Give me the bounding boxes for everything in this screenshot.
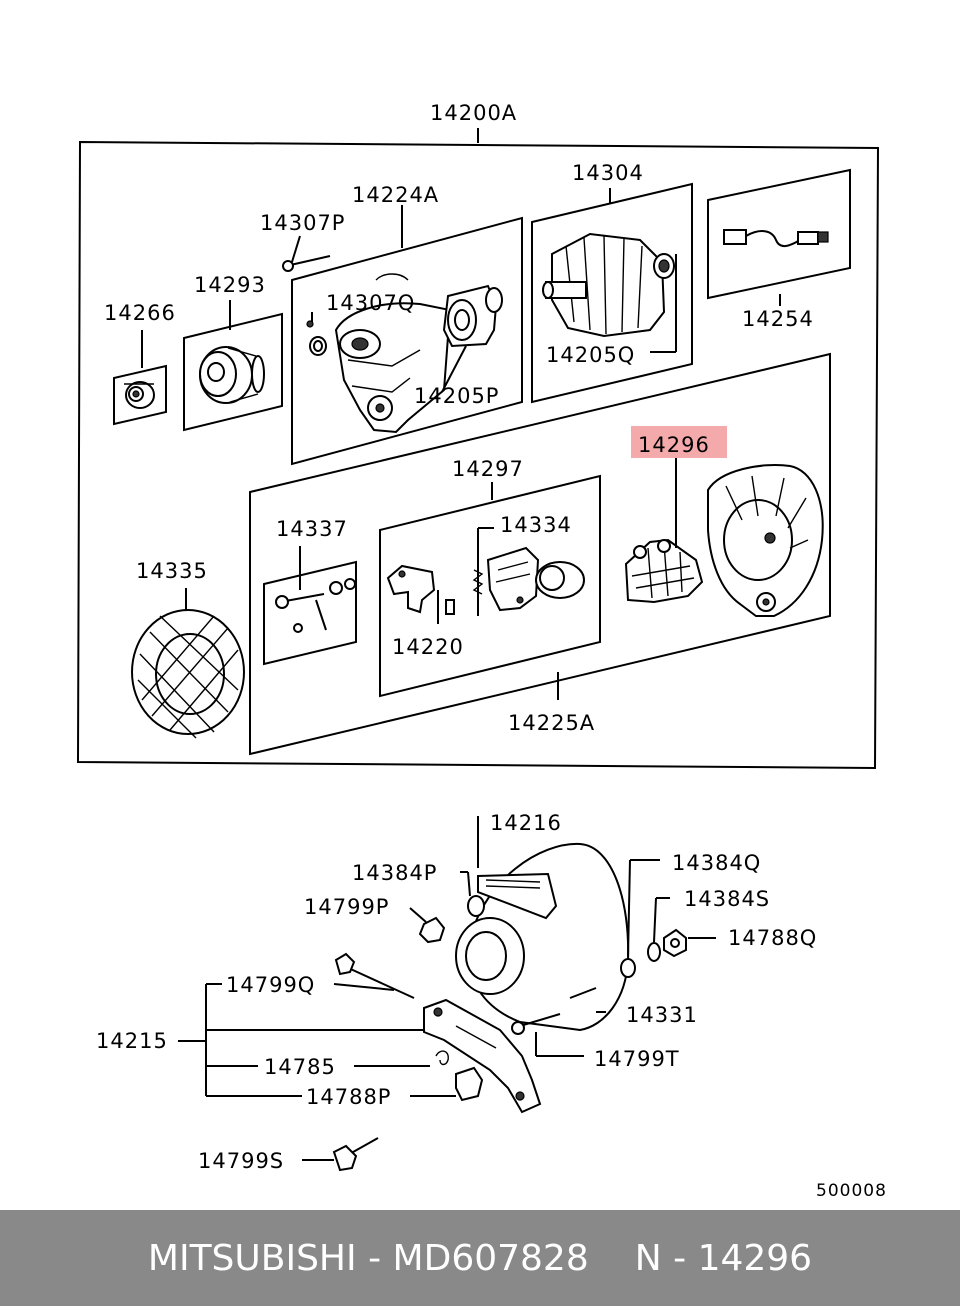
leader-lines — [141, 235, 781, 700]
part-14799T-bolt — [511, 1013, 584, 1057]
label-14304: 14304 — [572, 161, 644, 185]
label-14266: 14266 — [104, 301, 176, 325]
label-14799S: 14799S — [198, 1149, 284, 1173]
label-14384Q: 14384Q — [672, 851, 761, 875]
part-14788Q-nut — [663, 928, 716, 958]
label-14334: 14334 — [500, 513, 572, 537]
part-info-footer: MITSUBISHI - MD607828 N - 14296 — [0, 1210, 960, 1306]
label-14788P: 14788P — [306, 1085, 391, 1109]
part-14337-bolt-set — [275, 546, 356, 633]
part-14224A-front-housing — [306, 273, 452, 434]
harness-frame — [707, 168, 851, 300]
part-14785-clip — [354, 1050, 449, 1067]
label-14224A: 14224A — [352, 183, 439, 207]
part-14799P-bolt — [409, 907, 446, 944]
label-14799Q: 14799Q — [226, 973, 315, 997]
regulator-frame — [379, 474, 601, 698]
label-14384P: 14384P — [352, 861, 437, 885]
ref-prefix: N - — [634, 1237, 698, 1279]
label-14307Q: 14307Q — [326, 291, 415, 315]
label-14296: 14296 — [638, 433, 710, 457]
label-14205Q: 14205Q — [546, 343, 635, 367]
label-14799T: 14799T — [594, 1047, 680, 1071]
nut-frame — [113, 364, 167, 426]
highlight-box — [631, 426, 727, 458]
label-14254: 14254 — [742, 307, 814, 331]
diagram-ref-number: 500008 — [816, 1181, 887, 1201]
part-14307P-bolt — [282, 255, 331, 272]
label-14216: 14216 — [490, 811, 562, 835]
label-14307P: 14307P — [260, 211, 345, 235]
label-14205P: 14205P — [414, 384, 499, 408]
part-rear-housing — [707, 464, 824, 617]
label-14799P: 14799P — [304, 895, 389, 919]
brand-name: MITSUBISHI — [147, 1237, 357, 1279]
bolt-set-frame — [263, 560, 357, 666]
part-14205P-bearing — [441, 284, 503, 393]
rear-housing-frame — [249, 352, 831, 756]
part-14384S-washer — [647, 897, 670, 962]
part-14216-alternator — [455, 816, 630, 1032]
part-number: MD607828 — [392, 1237, 589, 1279]
part-14335-stator — [131, 588, 245, 739]
label-14788Q: 14788Q — [728, 926, 817, 950]
parts-diagram: 14200A 14304 14224A 14307P 14293 14266 1… — [76, 101, 887, 1201]
label-14335: 14335 — [136, 559, 208, 583]
part-labels: 14200A 14304 14224A 14307P 14293 14266 1… — [96, 101, 887, 1201]
part-14799S-bolt — [302, 1137, 379, 1172]
part-14384P-washer — [460, 871, 485, 917]
part-bracket-14215 — [423, 998, 542, 1114]
part-14254-harness — [723, 229, 829, 247]
bracket-14215-leaders — [178, 983, 424, 1097]
label-14297: 14297 — [452, 457, 524, 481]
part-14304-rotor — [542, 232, 677, 353]
assembly-frame — [76, 128, 880, 770]
rotor-frame — [531, 182, 693, 404]
label-14337: 14337 — [276, 517, 348, 541]
label-14225A: 14225A — [508, 711, 595, 735]
label-14220: 14220 — [392, 635, 464, 659]
label-14785: 14785 — [264, 1055, 336, 1079]
brand-separator: - — [368, 1237, 382, 1279]
label-14293: 14293 — [194, 273, 266, 297]
label-14200A: 14200A — [430, 101, 517, 125]
label-14384S: 14384S — [684, 887, 770, 911]
part-14220-brush-holder — [386, 564, 455, 624]
part-14384Q-washer — [620, 859, 660, 978]
label-14331: 14331 — [626, 1003, 698, 1027]
label-14215: 14215 — [96, 1029, 168, 1053]
part-14296-rectifier — [624, 458, 704, 604]
ref-number: 14296 — [697, 1237, 813, 1279]
part-14331-stud — [569, 987, 606, 1013]
part-14788P-nut — [410, 1066, 484, 1102]
pulley-frame — [183, 312, 283, 432]
front-housing-frame — [291, 216, 523, 466]
part-14799Q-bolt — [333, 952, 415, 999]
part-14334-regulator — [472, 527, 585, 616]
part-14293-pulley — [199, 346, 265, 404]
part-14266-nut — [124, 381, 155, 409]
